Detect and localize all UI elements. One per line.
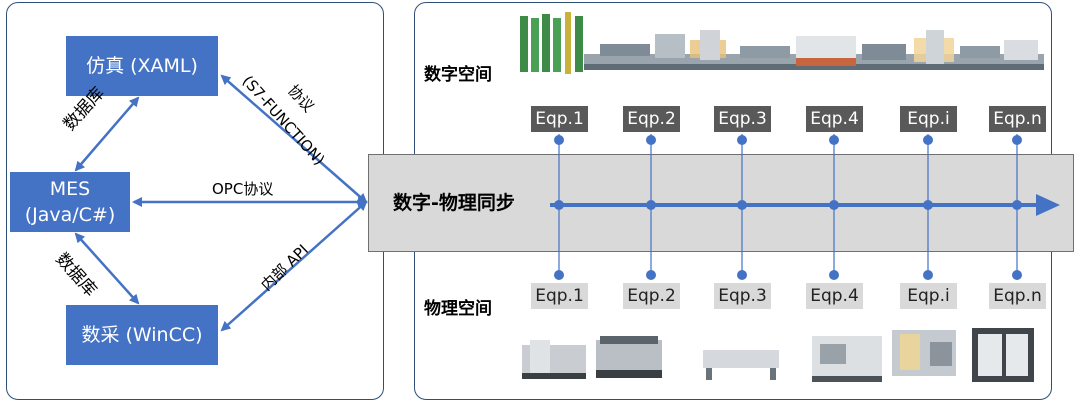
simulation-node-label: 仿真 (XAML) — [86, 55, 198, 77]
physical-eqp-tag: Eqp.3 — [714, 283, 771, 309]
mes-node-label-line1: MES — [49, 178, 91, 200]
simulation-node: 仿真 (XAML) — [66, 36, 218, 96]
db-link-top — [74, 96, 140, 172]
sync-title: 数字-物理同步 — [393, 192, 515, 214]
physical-machine-6 — [972, 328, 1034, 382]
physical-eqp-tag: Eqp.i — [900, 283, 957, 309]
digital-line-machines — [520, 12, 1044, 74]
digital-eqp-tag: Eqp.n — [989, 106, 1046, 132]
api-link — [220, 200, 368, 332]
physical-eqp-tag: Eqp.1 — [531, 283, 588, 309]
physical-eqp-tag: Eqp.4 — [806, 283, 863, 309]
physical-machine-4 — [812, 336, 882, 382]
digital-eqp-tag: Eqp.1 — [531, 106, 588, 132]
physical-machine-1 — [522, 340, 586, 379]
data-acquisition-node-label: 数采 (WinCC) — [81, 324, 203, 346]
db-link-bottom — [74, 232, 140, 305]
data-acquisition-node: 数采 (WinCC) — [66, 305, 218, 365]
physical-machine-5 — [892, 330, 956, 376]
digital-eqp-tag: Eqp.4 — [806, 106, 863, 132]
opc-label: OPC协议 — [212, 180, 274, 198]
sync-dots — [554, 135, 1022, 280]
physical-eqp-tag: Eqp.n — [989, 283, 1046, 309]
digital-eqp-tag: Eqp.2 — [623, 106, 680, 132]
protocol-link — [220, 74, 368, 204]
digital-eqp-tag: Eqp.i — [900, 106, 957, 132]
digital-eqp-tag: Eqp.3 — [714, 106, 771, 132]
mes-node-label-line2: (Java/C#) — [24, 204, 116, 226]
physical-eqp-tag: Eqp.2 — [623, 283, 680, 309]
physical-machine-2 — [596, 336, 662, 378]
mes-node: MES (Java/C#) — [10, 172, 130, 232]
physical-machine-3 — [703, 350, 779, 380]
digital-space-title: 数字空间 — [424, 65, 492, 85]
physical-space-title: 物理空间 — [424, 299, 492, 319]
